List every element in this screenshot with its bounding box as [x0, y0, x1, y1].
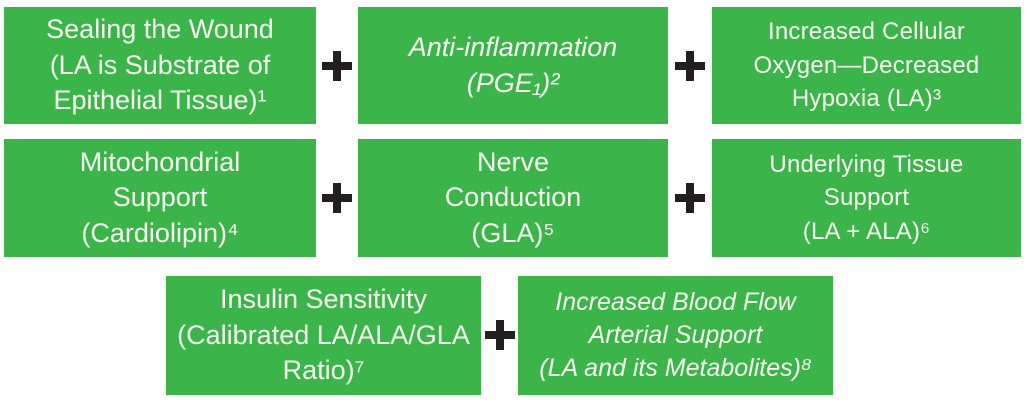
box-sealing-the-wound: Sealing the Wound (LA is Substrate of Ep… [4, 7, 316, 124]
box-sealing-the-wound-label: Sealing the Wound (LA is Substrate of Ep… [46, 14, 274, 116]
box-anti-inflammation: Anti-inflammation (PGE₁)² [358, 7, 668, 124]
box-nerve-conduction: Nerve Conduction (GLA)⁵ [358, 139, 668, 257]
box-anti-inflammation-label: Anti-inflammation (PGE₁)² [408, 31, 618, 98]
box-mitochondrial-support: Mitochondrial Support (Cardiolipin)⁴ [4, 139, 316, 257]
box-increased-blood-flow-label: Increased Blood Flow Arterial Support (L… [539, 288, 812, 382]
box-insulin-sensitivity-label: Insulin Sensitivity (Calibrated LA/ALA/G… [177, 284, 470, 386]
plus-icon [675, 183, 705, 213]
box-increased-cellular-oxygen-label: Increased Cellular Oxygen—Decreased Hypo… [753, 18, 980, 113]
plus-icon [485, 320, 515, 350]
plus-icon [322, 51, 352, 81]
box-insulin-sensitivity: Insulin Sensitivity (Calibrated LA/ALA/G… [166, 276, 481, 395]
box-mitochondrial-support-label: Mitochondrial Support (Cardiolipin)⁴ [79, 146, 241, 248]
box-increased-blood-flow: Increased Blood Flow Arterial Support (L… [518, 276, 833, 395]
plus-icon [322, 183, 352, 213]
plus-icon [675, 51, 705, 81]
box-underlying-tissue-support: Underlying Tissue Support (LA + ALA)⁶ [712, 139, 1021, 257]
box-increased-cellular-oxygen: Increased Cellular Oxygen—Decreased Hypo… [712, 7, 1021, 124]
box-underlying-tissue-support-label: Underlying Tissue Support (LA + ALA)⁶ [769, 150, 964, 245]
box-nerve-conduction-label: Nerve Conduction (GLA)⁵ [444, 146, 582, 248]
